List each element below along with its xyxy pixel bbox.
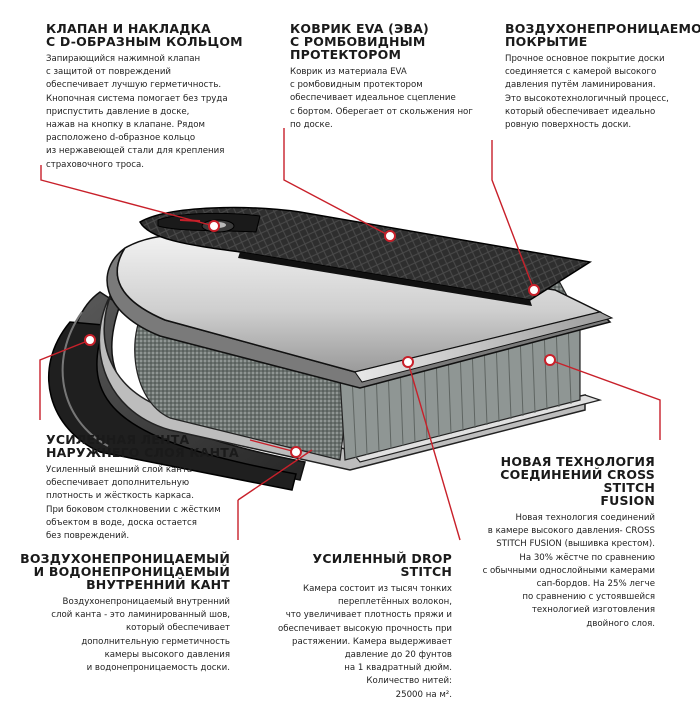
callout-eva-mat: КОВРИК EVA (ЭВА) С РОМБОВИДНЫМ ПРОТЕКТОР… <box>290 22 500 132</box>
callout-outer-tape: УСИЛЕННАЯ ЛЕНТА НАРУЖНЕГО СЛОЯ КАНТА Уси… <box>46 433 261 543</box>
valve-title: КЛАПАН И НАКЛАДКА С D-ОБРАЗНЫМ КОЛЬЦОМ <box>46 21 243 49</box>
inner-edge-title: ВОЗДУХОНЕПРОНИЦАЕМЫЙ И ВОДОНЕПРОНИЦАЕМЫЙ… <box>20 551 230 592</box>
callout-cross-stitch: НОВАЯ ТЕХНОЛОГИЯ СОЕДИНЕНИЙ CROSS STITCH… <box>455 455 655 631</box>
valve-description: Запирающийся нажимной клапан с защитой о… <box>46 54 228 170</box>
eva-deck-pad <box>138 206 593 306</box>
coating-description: Прочное основное покрытие доски соединяе… <box>505 54 669 131</box>
drop-stitch-title: УСИЛЕННЫЙ DROP STITCH <box>312 551 452 579</box>
tape-description: Усиленный внешний слой канта обеспечивае… <box>46 465 221 542</box>
callout-valve: КЛАПАН И НАКЛАДКА С D-ОБРАЗНЫМ КОЛЬЦОМ З… <box>46 22 266 172</box>
mat-title: КОВРИК EVA (ЭВА) С РОМБОВИДНЫМ ПРОТЕКТОР… <box>290 21 429 62</box>
callout-inner-edge: ВОЗДУХОНЕПРОНИЦАЕМЫЙ И ВОДОНЕПРОНИЦАЕМЫЙ… <box>18 552 230 675</box>
airtight-coating-shell <box>106 233 614 389</box>
cross-stitch-description: Новая технология соединений в камере выс… <box>482 513 655 629</box>
mat-description: Коврик из материала EVA с ромбовидным пр… <box>290 67 473 130</box>
tape-title: УСИЛЕННАЯ ЛЕНТА НАРУЖНЕГО СЛОЯ КАНТА <box>46 432 239 460</box>
coating-title: ВОЗДУХОНЕПРОНИЦАЕМОЕ ПОКРЫТИЕ <box>505 21 700 49</box>
callout-lines <box>39 128 661 541</box>
callout-drop-stitch: УСИЛЕННЫЙ DROP STITCH Камера состоит из … <box>262 552 452 702</box>
callout-markers <box>84 220 556 458</box>
inner-edge-description: Воздухонепроницаемый внутренний слой кан… <box>51 597 230 674</box>
drop-stitch-description: Камера состоит из тысяч тонких переплетё… <box>277 584 452 700</box>
callout-coating: ВОЗДУХОНЕПРОНИЦАЕМОЕ ПОКРЫТИЕ Прочное ос… <box>505 22 700 132</box>
cross-stitch-title: НОВАЯ ТЕХНОЛОГИЯ СОЕДИНЕНИЙ CROSS STITCH… <box>500 454 655 508</box>
